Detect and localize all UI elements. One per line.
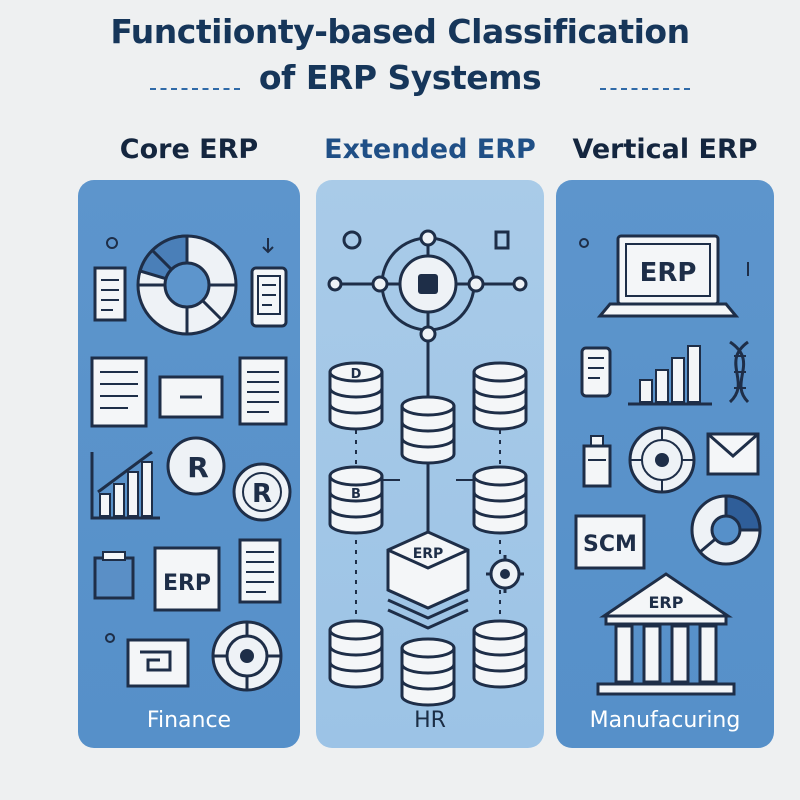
registered-symbol-icon: R xyxy=(232,462,292,522)
title-dash-right xyxy=(600,88,690,90)
scm-box-label: SCM xyxy=(583,532,637,557)
phone-icon xyxy=(580,346,612,398)
dial-icon xyxy=(211,620,283,692)
envelope-icon xyxy=(706,432,760,476)
card-icon xyxy=(158,375,224,419)
erp-stack-label: ERP xyxy=(413,546,444,562)
database-icon xyxy=(328,619,384,689)
document-icon xyxy=(93,266,127,322)
database-icon xyxy=(472,361,528,431)
spark-dot-icon xyxy=(106,237,118,249)
bottle-icon xyxy=(582,435,612,488)
bar-chart-icon xyxy=(90,450,160,520)
vertical-panel-icons: ERP xyxy=(574,234,762,696)
building-icon: ERP xyxy=(596,572,736,696)
database-label-d: D xyxy=(351,367,362,382)
network-hub-icon xyxy=(327,229,528,343)
growth-chart-icon xyxy=(628,345,712,406)
stacked-documents-icon xyxy=(238,538,282,604)
database-icon: D xyxy=(328,361,384,431)
tablet-icon xyxy=(250,266,288,328)
erp-box-icon: ERP xyxy=(153,546,221,612)
arrow-down-icon xyxy=(262,238,274,254)
database-icon xyxy=(472,465,528,535)
gear-icon xyxy=(486,555,524,593)
laptop-screen-label: ERP xyxy=(640,258,697,288)
title-dash-left xyxy=(150,88,240,90)
dna-icon xyxy=(728,340,750,404)
target-icon xyxy=(628,426,696,494)
database-label-b: B xyxy=(351,487,361,502)
database-icon: B xyxy=(328,465,384,535)
currency-symbol-label: R xyxy=(187,451,209,484)
core-erp-box-label: ERP xyxy=(163,571,211,596)
column-heading-vertical-erp: Vertical ERP xyxy=(572,134,758,165)
database-icon xyxy=(400,637,456,707)
diagram-title-line2: of ERP Systems xyxy=(258,58,542,97)
footer-label-finance: Finance xyxy=(146,708,232,733)
diagram-title-line1: Functiionty-based Classification xyxy=(110,12,690,51)
extended-panel-icons: D B ERP xyxy=(327,229,528,707)
erp-stack-icon: ERP xyxy=(386,530,470,630)
column-heading-extended-erp: Extended ERP xyxy=(324,134,536,165)
registered-symbol-label: R xyxy=(252,479,272,509)
clipboard-icon xyxy=(93,551,135,600)
core-panel-icons: R R ERP xyxy=(90,234,292,692)
laptop-icon: ERP xyxy=(596,234,740,318)
dot-icon xyxy=(105,633,115,643)
database-icon xyxy=(400,395,456,465)
database-icon xyxy=(472,619,528,689)
scm-box-icon: SCM xyxy=(574,514,646,570)
dot-icon xyxy=(579,238,589,248)
chip-icon xyxy=(126,638,190,688)
list-document-icon xyxy=(238,356,288,426)
donut-chart-icon xyxy=(136,234,238,336)
footer-label-hr: HR xyxy=(414,708,446,733)
report-document-icon xyxy=(90,356,148,428)
footer-label-manufacturing: Manufacuring xyxy=(589,708,741,733)
currency-symbol-icon: R xyxy=(166,436,226,496)
small-device-icon xyxy=(494,230,510,250)
node-icon xyxy=(342,230,362,250)
donut-chart-icon xyxy=(690,494,762,566)
building-erp-label: ERP xyxy=(649,593,684,612)
column-heading-core-erp: Core ERP xyxy=(119,134,259,165)
